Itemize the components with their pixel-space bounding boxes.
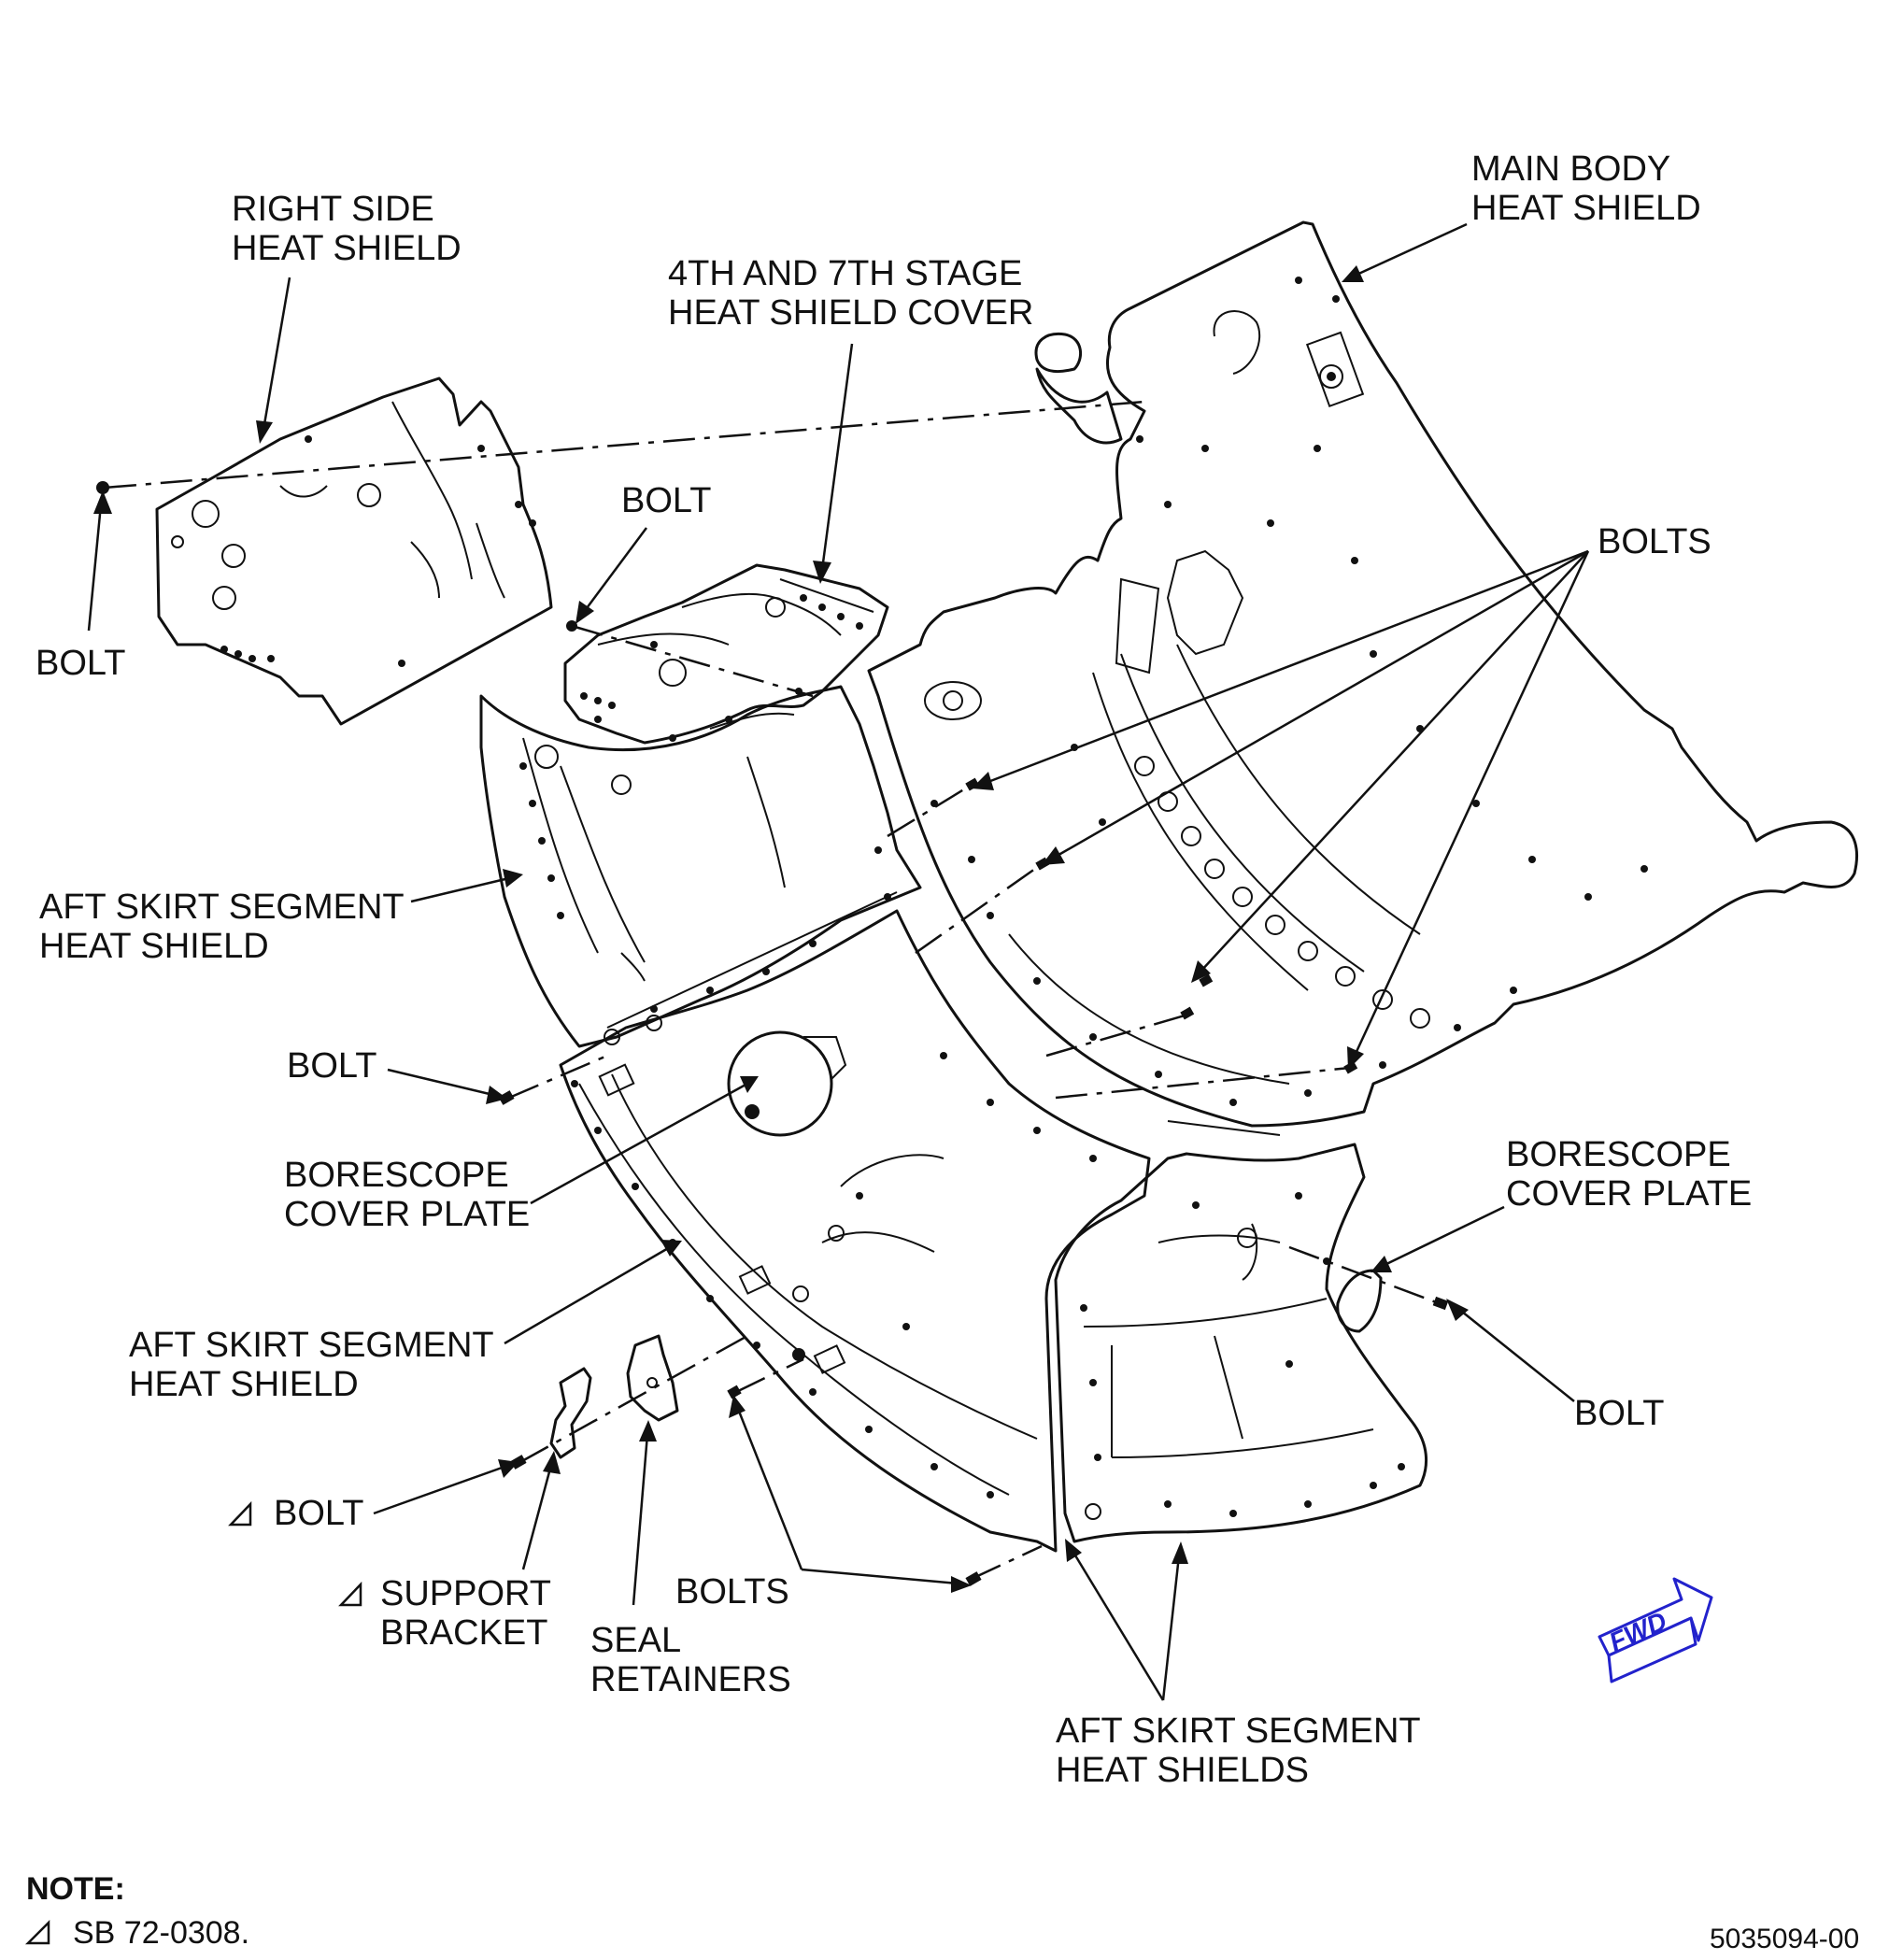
support-bracket (549, 1367, 592, 1459)
label-bolt-top-left: BOLT (36, 644, 125, 683)
label-stage-cover-line1: 4TH AND 7TH STAGE (668, 254, 1022, 293)
label-borescope-right-line1: BORESCOPE (1506, 1135, 1731, 1174)
note-title: NOTE: (26, 1871, 125, 1907)
label-bolts-bottom: BOLTS (675, 1572, 789, 1612)
label-aft-skirt-shields-line2: HEAT SHIELDS (1056, 1751, 1309, 1790)
right-side-heat-shield (155, 376, 553, 726)
alignment-phantom-lines (104, 400, 1440, 1581)
label-main-body-heat-shield-line2: HEAT SHIELD (1471, 189, 1701, 228)
borescope-cover-plate-right (1336, 1269, 1383, 1333)
seal-retainers (626, 1334, 679, 1422)
callout-labels: RIGHT SIDE HEAT SHIELD MAIN BODY HEAT SH… (36, 149, 1752, 1790)
label-aft-skirt-upper-line2: HEAT SHIELD (39, 927, 269, 966)
main-body-holes (930, 277, 1648, 1106)
label-borescope-left-line1: BORESCOPE (284, 1156, 509, 1195)
label-right-side-heat-shield-line2: HEAT SHIELD (232, 229, 462, 268)
aft-skirt-upper-heat-shield (479, 685, 922, 1048)
document-number: 5035094-00 (1710, 1924, 1859, 1954)
aft-skirt-right-heat-shield (1054, 1143, 1428, 1543)
leader-lines (87, 222, 1590, 1701)
label-support-bracket-line1: SUPPORT (380, 1574, 551, 1613)
label-seal-retainers-line1: SEAL (590, 1621, 681, 1660)
main-body-heat-shield (867, 220, 1858, 1136)
label-aft-skirt-upper-line1: AFT SKIRT SEGMENT (39, 888, 405, 927)
label-seal-retainers-line2: RETAINERS (590, 1660, 791, 1699)
label-aft-skirt-lower-line2: HEAT SHIELD (129, 1365, 359, 1404)
fwd-arrow: FWD (1598, 1577, 1713, 1683)
label-bolt-right: BOLT (1574, 1394, 1664, 1433)
label-aft-skirt-shields-line1: AFT SKIRT SEGMENT (1056, 1711, 1421, 1751)
label-bolt-mid-left: BOLT (287, 1046, 376, 1086)
label-bolt-lower-left: BOLT (274, 1494, 363, 1533)
label-borescope-left-line2: COVER PLATE (284, 1195, 530, 1234)
label-support-bracket-line2: BRACKET (380, 1613, 547, 1653)
label-bolt-top-center: BOLT (621, 481, 711, 520)
label-right-side-heat-shield-line1: RIGHT SIDE (232, 190, 434, 229)
note-text: SB 72-0308. (73, 1915, 249, 1951)
stage-heat-shield-cover (563, 563, 889, 745)
note-block: NOTE: SB 72-0308. (24, 1871, 249, 1951)
label-bolts-right: BOLTS (1598, 522, 1711, 561)
aft-skirt-lower-heat-shield (559, 909, 1151, 1553)
label-aft-skirt-lower-line1: AFT SKIRT SEGMENT (129, 1326, 494, 1365)
label-main-body-heat-shield-line1: MAIN BODY (1471, 149, 1670, 189)
label-stage-cover-line2: HEAT SHIELD COVER (668, 293, 1033, 333)
label-borescope-right-line2: COVER PLATE (1506, 1174, 1752, 1214)
